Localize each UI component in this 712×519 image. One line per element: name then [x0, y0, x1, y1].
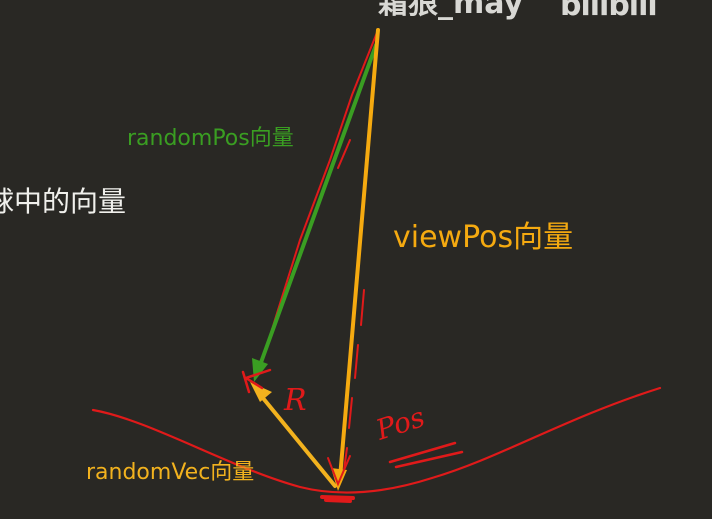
red-tip-mark [241, 368, 272, 394]
random-vec-vector-line [256, 390, 337, 488]
watermark-author: 霜狼_may [378, 0, 524, 21]
pos-annotation: Pos [371, 400, 429, 447]
random-pos-label: randomPos向量 [127, 126, 294, 151]
random-vec-arrowhead [250, 382, 272, 402]
bilibili-logo: bilibili [560, 0, 658, 23]
red-arrow-v-mark [327, 455, 351, 487]
view-pos-vector-line [338, 28, 380, 480]
red-dashes-along-view-pos [343, 289, 365, 471]
radius-annotation: R [283, 383, 307, 418]
random-vec-label: randomVec向量 [86, 460, 255, 485]
sphere-vector-label: 球中的向量 [0, 185, 127, 218]
red-origin-mark [320, 495, 355, 503]
hemisphere-curve [91, 386, 662, 494]
random-pos-vector-line [257, 43, 378, 370]
random-pos-arrowhead [252, 358, 268, 382]
red-underline-strokes [388, 441, 464, 469]
view-pos-label: viewPos向量 [393, 220, 574, 255]
